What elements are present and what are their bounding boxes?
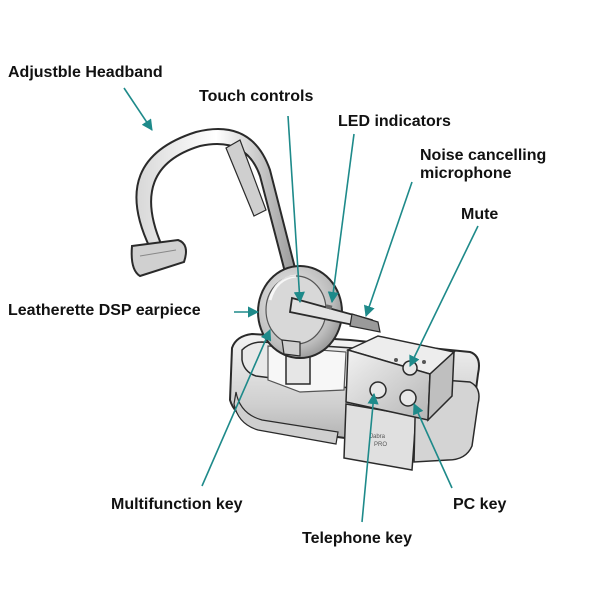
arrow-telephone [361, 392, 379, 523]
arrow-headband [123, 87, 153, 131]
arrow-microphone [363, 181, 413, 318]
panel-icon-dot [394, 358, 398, 362]
label-pc-key: PC key [453, 496, 507, 513]
mute-key[interactable] [402, 360, 418, 376]
headset [130, 128, 381, 359]
label-multifunction-key: Multifunction key [111, 496, 243, 513]
base-front [233, 391, 339, 445]
label-telephone-key: Telephone key [302, 530, 412, 547]
label-leatherette-earpiece: Leatherette DSP earpiece [8, 302, 201, 319]
headband-pad [130, 238, 187, 278]
callout-arrows [123, 87, 479, 523]
label-mute: Mute [461, 206, 499, 223]
base-model-text: PRO [374, 442, 387, 448]
led-indicator-light [325, 304, 333, 310]
arrow-pc [413, 402, 453, 489]
label-adjustable-headband: Adjustble Headband [8, 64, 163, 81]
arrow-led-indicators [327, 133, 355, 304]
arrow-mute [409, 225, 479, 368]
arrow-touch-controls [287, 115, 305, 304]
label-touch-controls: Touch controls [199, 88, 314, 105]
label-noise-cancelling-microphone: Noise cancelling microphone [420, 147, 547, 182]
pc-key[interactable] [399, 389, 417, 407]
base-brand-text: Jabra [370, 434, 386, 440]
telephone-key[interactable] [369, 381, 387, 399]
arrow-multifunction [201, 328, 272, 487]
panel-icon-dot [422, 360, 426, 364]
label-led-indicators: LED indicators [338, 113, 451, 130]
